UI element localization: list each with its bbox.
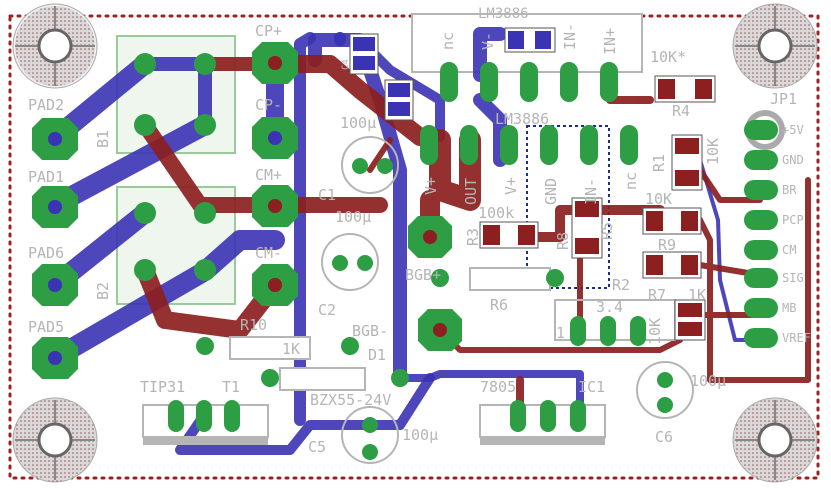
silkscreen-labels: LM3886 nc V- IN- IN+ LM3886 V+ OUT V+ GN…	[28, 6, 797, 456]
label-pot-value: 10K	[646, 318, 664, 345]
label-c2-value: 100µ	[335, 208, 371, 226]
label-r4-value: 10K*	[650, 48, 686, 66]
jp1-pin-label-1: +5V	[782, 123, 804, 137]
label-pad5: PAD5	[28, 318, 64, 336]
smd-parts	[349, 27, 716, 341]
label-d1: D1	[368, 346, 386, 364]
label-r7-value: 1K	[688, 286, 706, 304]
label-ic-mid-pin-6: nc	[622, 172, 640, 190]
pad-cp-plus	[252, 42, 298, 84]
label-cp-minus: CP-	[255, 96, 282, 114]
mounting-hole-bottom-right	[732, 397, 818, 483]
label-ic-mid-pin-2: OUT	[462, 178, 480, 205]
label-r2: R2	[612, 276, 630, 294]
label-cm-minus: CM-	[255, 244, 282, 262]
label-t1: T1	[222, 378, 240, 396]
label-pad1: PAD1	[28, 168, 64, 186]
silkscreen	[142, 110, 785, 464]
label-r8-value: 100k	[478, 204, 514, 222]
label-b1: B1	[94, 130, 112, 148]
label-r10: R10	[240, 316, 267, 334]
label-r6: R6	[490, 296, 508, 314]
label-tip31: TIP31	[140, 378, 185, 396]
board-outline	[8, 14, 820, 480]
label-ic-top-pin-4: IN+	[601, 28, 619, 55]
pad-pad6	[32, 264, 78, 306]
label-ic-mid-pin-3: V+	[502, 177, 520, 195]
label-c1-value: 100µ	[340, 114, 376, 132]
label-c5: C5	[308, 438, 326, 456]
label-ic-mid-pin-4: GND	[542, 178, 560, 205]
pad-cp-minus	[252, 117, 298, 159]
label-r9: R9	[658, 236, 676, 254]
label-ic-mid-pin-5: IN-	[582, 178, 600, 205]
label-c2: C2	[318, 301, 336, 319]
label-r1: R1	[650, 154, 668, 172]
label-jp1: JP1	[770, 90, 797, 108]
label-ic-top-pin-3: IN-	[561, 23, 579, 50]
jp1-pin-label-6: SIG	[782, 271, 804, 285]
label-reg: 7805	[480, 378, 516, 396]
mounting-hole-top-left	[12, 3, 98, 89]
pad-bgb-plus	[408, 216, 452, 258]
label-r4: R4	[672, 102, 690, 120]
label-c4: C4	[341, 59, 351, 70]
label-c6-value: 100µ	[690, 372, 726, 390]
label-c1: C1	[318, 186, 336, 204]
label-pad6: PAD6	[28, 244, 64, 262]
pad-cm-minus	[252, 264, 298, 306]
pad-cm-plus	[252, 185, 298, 227]
jp1-pin-label-5: CM	[782, 243, 796, 257]
jp1-pin-label-7: MB	[782, 301, 796, 315]
label-ic-top: LM3886	[478, 6, 529, 22]
label-r9-value: 10K	[645, 190, 672, 208]
label-ic-mid: LM3886	[495, 110, 549, 128]
jp1-pin-label-2: GND	[782, 153, 804, 167]
jp1-pin-label-3: BR	[782, 183, 797, 197]
label-bgb-plus: BGB+	[405, 266, 441, 284]
jp1-pin-label-4: PCP	[782, 213, 804, 227]
pad-pad2	[32, 118, 78, 160]
label-ic-top-pin-1: nc	[439, 32, 457, 50]
pad-pad5	[32, 337, 78, 379]
label-r5: R5	[598, 222, 616, 240]
label-r2-value: 3.4	[596, 298, 623, 316]
label-c6: C6	[655, 428, 673, 446]
label-cp-plus: CP+	[255, 22, 282, 40]
label-c5-value: 100µ	[402, 426, 438, 444]
pads	[32, 42, 778, 460]
jp1-pin-label-8: VREF	[782, 331, 811, 345]
pad-pad1	[32, 186, 78, 228]
label-ic1: IC1	[578, 378, 605, 396]
label-cm-plus: CM+	[255, 166, 282, 184]
label-b2: B2	[94, 282, 112, 300]
label-pad2: PAD2	[28, 96, 64, 114]
label-ic-mid-pin-1: V+	[422, 177, 440, 195]
label-r1-value: 10K	[704, 138, 722, 165]
label-r10-value: 1K	[282, 340, 300, 358]
label-zener: BZX55-24V	[310, 391, 391, 409]
mounting-hole-bottom-left	[12, 397, 98, 483]
label-r8: R8	[554, 232, 572, 250]
label-ic-top-pin-2: V-	[479, 32, 497, 50]
label-bgb-minus: BGB-	[352, 322, 388, 340]
pad-bgb-minus	[418, 309, 462, 351]
label-pot-pin: 1	[556, 324, 565, 342]
label-r3: R3	[464, 228, 482, 246]
mounting-hole-top-right	[732, 3, 818, 89]
label-r7: R7	[648, 286, 666, 304]
jp1-pin-labels: +5V GND BR PCP CM SIG MB VREF	[782, 123, 811, 345]
